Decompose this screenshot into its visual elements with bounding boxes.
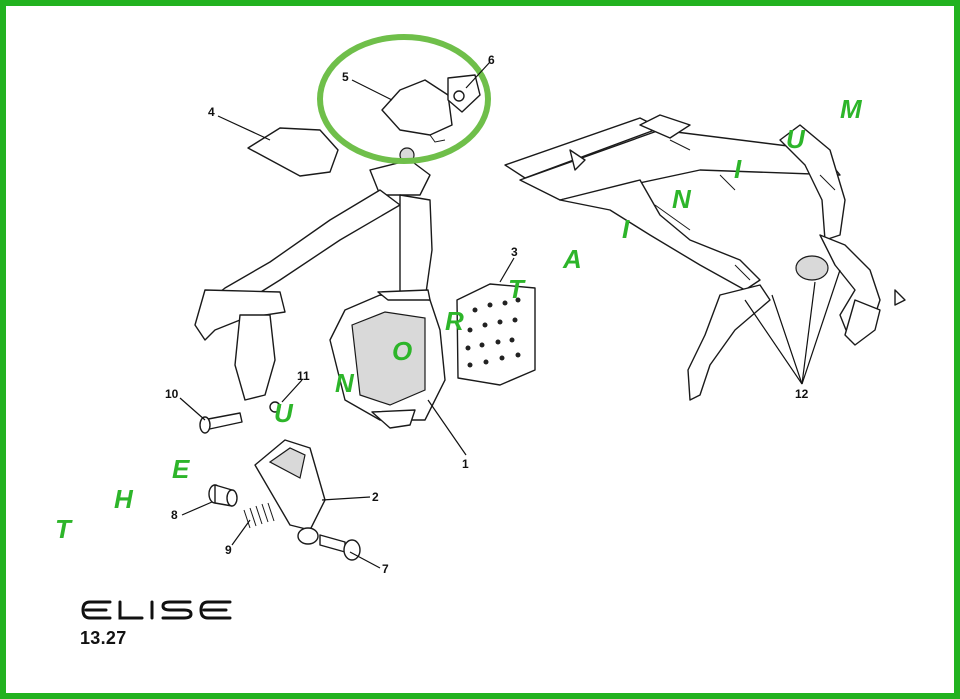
watermark-letter: T (508, 274, 526, 304)
watermark-letter: M (840, 94, 863, 124)
elise-logo (81, 600, 232, 620)
bolt-part-10 (199, 412, 243, 434)
callout-7: 7 (382, 562, 389, 576)
callout-9: 9 (225, 543, 232, 557)
washer-part-11 (269, 401, 281, 413)
callout-1: 1 (462, 457, 469, 471)
trim-cover-part-4 (247, 127, 339, 177)
watermark-letter: N (672, 184, 692, 214)
buckle-part-2 (254, 439, 326, 545)
watermark: T H E U N O R T A I N I U M (55, 94, 863, 544)
watermark-letter: U (786, 124, 806, 154)
page-number: 13.27 (80, 628, 127, 648)
callout-2: 2 (372, 490, 379, 504)
anchor-bracket-part-6 (447, 74, 481, 113)
watermark-letter: E (172, 454, 190, 484)
callout-11: 11 (297, 369, 310, 383)
watermark-letter: U (274, 398, 294, 428)
callout-labels: 1 2 3 4 5 6 7 8 9 10 11 12 (165, 53, 809, 576)
callout-3: 3 (511, 245, 518, 259)
rear-belt-harness (504, 114, 906, 401)
watermark-letter: A (562, 244, 582, 274)
watermark-letter: T (55, 514, 73, 544)
callout-4: 4 (208, 105, 215, 119)
spring-part-9 (243, 502, 275, 529)
retractor-part-1 (329, 289, 446, 429)
callout-12: 12 (795, 387, 809, 401)
watermark-letter: I (734, 154, 742, 184)
anchor-cover-part-5 (381, 79, 453, 136)
callout-6: 6 (488, 53, 495, 67)
watermark-letter: N (335, 368, 355, 398)
watermark-letter: H (114, 484, 134, 514)
spacer-part-8 (208, 484, 238, 507)
highlight-circle (317, 34, 491, 164)
bolt-part-7 (319, 534, 361, 561)
callout-5: 5 (342, 70, 349, 84)
watermark-letter: R (445, 306, 464, 336)
leader-lines (179, 61, 841, 569)
callout-8: 8 (171, 508, 178, 522)
callout-10: 10 (165, 387, 179, 401)
watermark-letter: O (392, 336, 412, 366)
foam-pad-part-3 (456, 283, 536, 386)
watermark-letter: I (622, 214, 630, 244)
